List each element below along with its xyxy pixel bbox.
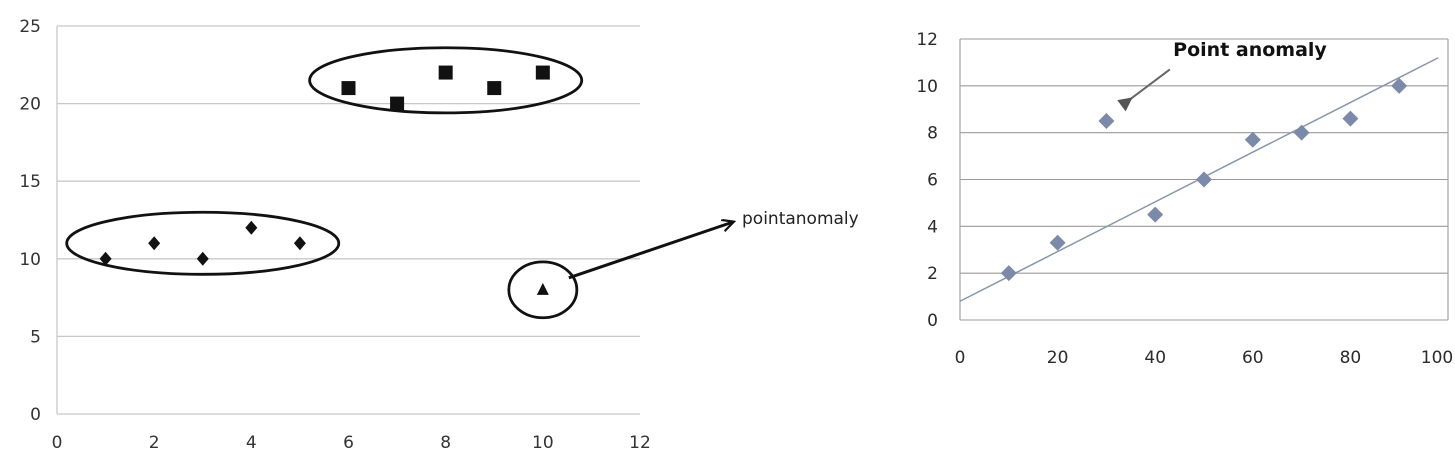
data-point-diamond (1293, 124, 1310, 141)
left-x-tick-label: 6 (343, 433, 354, 453)
right-y-tick-label: 12 (916, 30, 938, 50)
left-x-tick-label: 0 (52, 433, 63, 453)
data-point-square (390, 96, 405, 111)
data-point-diamond (1000, 265, 1017, 282)
data-point-square (535, 65, 550, 80)
data-point-diamond (1244, 131, 1261, 148)
right-chart-title: Point anomaly (1173, 39, 1327, 61)
data-point-diamond (1098, 112, 1115, 129)
data-point-diamond (1196, 171, 1212, 188)
right-y-tick-label: 10 (916, 77, 938, 97)
right-y-ticks: 0 2 4 6 8 10 12 (916, 30, 938, 331)
left-x-tick-label: 8 (440, 433, 451, 453)
data-point-square (438, 65, 453, 80)
left-x-ticks: 0 2 4 6 8 10 12 (52, 433, 651, 453)
left-anomaly-label: pointanomaly (742, 209, 859, 229)
left-x-tick-label: 12 (629, 433, 651, 453)
data-point-square (487, 81, 502, 96)
right-x-tick-label: 60 (1242, 348, 1264, 368)
left-y-tick-label: 20 (19, 95, 41, 115)
right-y-tick-label: 8 (927, 124, 938, 144)
right-y-tick-label: 4 (927, 217, 938, 237)
right-points (1000, 77, 1408, 282)
data-point-diamond (1342, 110, 1359, 127)
right-y-tick-label: 2 (927, 264, 938, 284)
left-cluster-ellipses (65, 46, 584, 320)
data-point-triangle (536, 282, 549, 295)
right-y-tick-label: 0 (927, 311, 938, 331)
left-y-tick-label: 0 (30, 405, 41, 425)
left-x-tick-label: 10 (532, 433, 554, 453)
right-x-tick-label: 80 (1340, 348, 1362, 368)
data-point-diamond (245, 220, 258, 235)
data-point-diamond (148, 236, 161, 251)
cluster-ellipse (308, 46, 584, 115)
left-points (99, 65, 550, 295)
cluster-ellipse (65, 210, 341, 276)
right-gridlines (959, 38, 1449, 321)
left-y-tick-label: 25 (19, 17, 41, 37)
right-x-tick-label: 0 (955, 348, 966, 368)
data-point-diamond (1049, 234, 1066, 251)
right-x-tick-label: 20 (1047, 348, 1069, 368)
data-point-square (341, 81, 356, 96)
left-chart: 0 5 10 15 20 25 0 2 4 6 8 10 12 pointanomaly (19, 17, 858, 453)
data-point-diamond (99, 251, 112, 266)
right-anomaly-arrow (1117, 68, 1171, 112)
right-y-tick-label: 6 (927, 171, 938, 191)
left-x-tick-label: 2 (149, 433, 160, 453)
data-point-diamond (1391, 77, 1408, 94)
right-x-tick-label: 40 (1144, 348, 1166, 368)
left-anomaly-arrow (568, 222, 733, 280)
cluster-ellipse (507, 260, 579, 320)
left-y-ticks: 0 5 10 15 20 25 (19, 17, 41, 425)
left-y-tick-label: 5 (30, 327, 41, 347)
left-y-tick-label: 10 (19, 250, 41, 270)
left-x-tick-label: 4 (246, 433, 257, 453)
right-chart: 0 2 4 6 8 10 12 0 20 40 60 80 100 Point anomaly (916, 30, 1453, 368)
right-x-tick-label: 100 (1421, 348, 1453, 368)
right-x-ticks: 0 20 40 60 80 100 (955, 348, 1454, 368)
data-point-diamond (293, 236, 306, 251)
left-y-tick-label: 15 (19, 172, 41, 192)
data-point-diamond (196, 251, 209, 266)
data-point-diamond (1147, 206, 1164, 223)
